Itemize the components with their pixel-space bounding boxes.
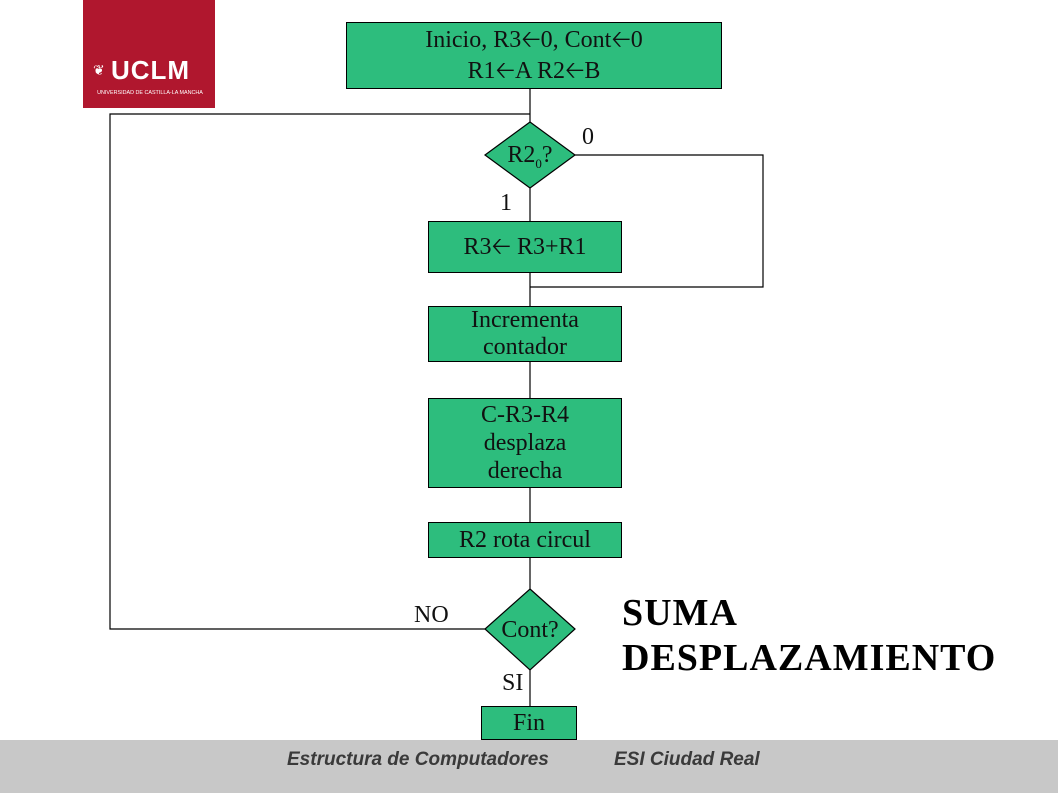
uclm-emblem-icon: ❦ xyxy=(93,62,105,78)
loop-back-line xyxy=(109,113,530,630)
zero-branch-line xyxy=(530,154,764,288)
decision-r2-diamond xyxy=(483,121,577,189)
rotate-step-box: R2 rota circul xyxy=(428,522,622,558)
shift-right-box: C-R3-R4 desplaza derecha xyxy=(428,398,622,488)
increment-line-1: Incrementa xyxy=(471,307,579,333)
decision-r2-label: R20? xyxy=(507,142,553,171)
title-line-2: DESPLAZAMIENTO xyxy=(622,637,997,679)
one-branch-label: 1 xyxy=(500,190,512,216)
start-line-2: R1🡠A R2🡠B xyxy=(467,57,601,84)
end-box: Fin xyxy=(481,706,577,740)
decision-r2-subscript: 0 xyxy=(535,155,542,171)
end-label: Fin xyxy=(512,709,545,736)
footer-bar xyxy=(0,740,1058,793)
uclm-logo: ❦ UCLM UNIVERSIDAD DE CASTILLA-LA MANCHA xyxy=(83,0,215,108)
decision-cont-label: Cont? xyxy=(501,617,559,643)
rotate-step-label: R2 rota circul xyxy=(459,526,591,553)
add-step-box: R3🡠 R3+R1 xyxy=(428,221,622,273)
logo-subtitle: UNIVERSIDAD DE CASTILLA-LA MANCHA xyxy=(97,90,203,96)
decision-cont-diamond xyxy=(484,588,576,671)
start-line-1: Inicio, R3🡠0, Cont🡠0 xyxy=(425,26,643,53)
shift-line-3: derecha xyxy=(487,458,563,484)
shift-line-2: desplaza xyxy=(483,430,567,456)
footer-school: ESI Ciudad Real xyxy=(614,749,760,770)
zero-branch-label: 0 xyxy=(582,124,594,150)
logo-name: UCLM xyxy=(111,55,191,85)
shift-line-1: C-R3-R4 xyxy=(480,402,569,428)
increment-line-2: contador xyxy=(483,334,567,360)
si-branch-label: SI xyxy=(502,670,524,696)
increment-counter-box: Incrementa contador xyxy=(428,306,622,362)
title-line-1: SUMA xyxy=(622,592,738,634)
start-box: Inicio, R3🡠0, Cont🡠0 R1🡠A R2🡠B xyxy=(346,22,722,89)
no-branch-label: NO xyxy=(414,602,449,628)
add-step-label: R3🡠 R3+R1 xyxy=(463,233,587,260)
footer-course: Estructura de Computadores xyxy=(287,749,549,770)
